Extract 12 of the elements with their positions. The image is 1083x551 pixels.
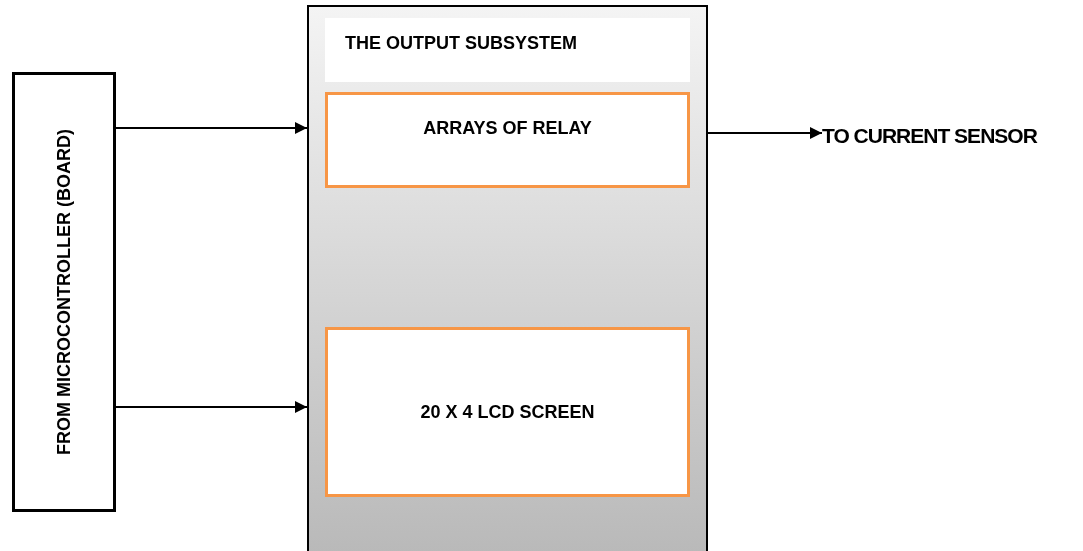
node-text: ARRAYS OF RELAY bbox=[423, 117, 592, 140]
node-text: THE OUTPUT SUBSYSTEM bbox=[345, 32, 577, 55]
relay-box bbox=[325, 92, 690, 188]
lcd-box bbox=[325, 327, 690, 497]
node-text: TO CURRENT SENSOR bbox=[822, 123, 1037, 150]
node-text: 20 X 4 LCD SCREEN bbox=[420, 400, 595, 424]
arrow bbox=[707, 127, 823, 139]
source-box bbox=[12, 72, 116, 512]
arrow bbox=[115, 401, 308, 413]
node-text: FROM MICROCONTROLLER (BOARD) bbox=[52, 129, 75, 455]
arrow bbox=[115, 122, 308, 134]
subsystem-panel bbox=[307, 5, 708, 551]
